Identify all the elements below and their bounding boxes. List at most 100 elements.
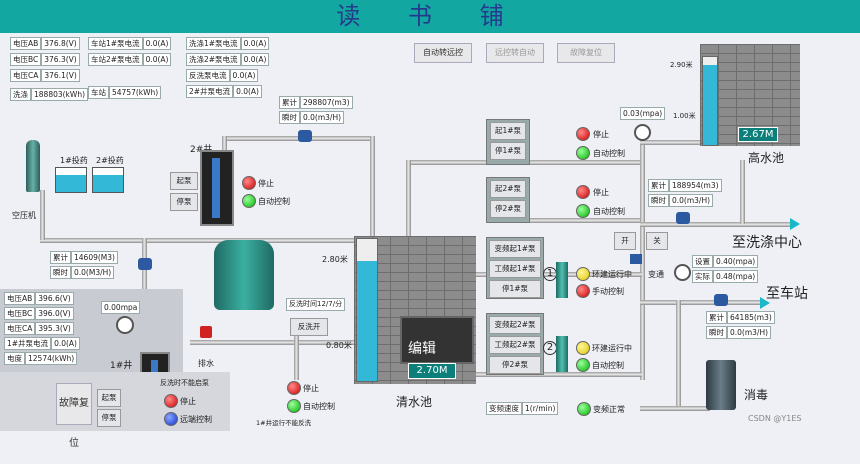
well1-label: 1#井 [110, 361, 133, 371]
watermark: CSDN @Y1ES [748, 414, 802, 423]
pump-icon [556, 262, 568, 298]
lift-pump1-stop-button[interactable]: 停1#泵 [490, 142, 526, 160]
pipe [676, 300, 681, 410]
valve-close-button[interactable]: 关 [646, 232, 668, 250]
page-title: 读 书 铺 [336, 2, 524, 30]
remote-to-auto-button[interactable]: 远控转自动 [486, 43, 544, 63]
high-tank-level-gauge [702, 56, 718, 146]
valve-open-button[interactable]: 开 [614, 232, 636, 250]
vfd-pump1-stop-button[interactable]: 停1#泵 [489, 280, 541, 298]
well1-status-remote: 远端控制 [180, 415, 212, 424]
vfd-pump2-running: 环建运行中 [592, 344, 632, 353]
lift-pump2-stop-button[interactable]: 停2#泵 [490, 200, 526, 218]
pump-icon [556, 336, 568, 372]
lift-pump1-stop-lamp-icon [576, 127, 590, 141]
clear-tank-level-high: 2.80米 [322, 255, 348, 264]
vfd-pump1-start-button[interactable]: 变频起1#泵 [489, 240, 541, 258]
lift-pump1-start-button[interactable]: 起1#泵 [490, 122, 526, 140]
lift-pump2-auto-lamp-icon [576, 204, 590, 218]
pressure-gauge-icon [634, 124, 651, 141]
pressure-tank-icon [214, 240, 274, 310]
flowmeter-icon [714, 294, 728, 306]
vfd-pump2-freq-button[interactable]: 工频起2#泵 [489, 336, 541, 354]
arrow-right-icon [790, 218, 800, 230]
lift-pump2-status-auto: 自动控制 [593, 207, 625, 216]
vfd-pump1-running: 环建运行中 [592, 270, 632, 279]
edit-label[interactable]: 编辑 [408, 341, 436, 357]
vfd-pump1-manual: 手动控制 [592, 287, 624, 296]
backwash-status-stop: 停止 [303, 384, 319, 393]
clear-tank-level-display: 2.70M [408, 363, 456, 379]
backwash-note: 1#井运行不能反洗 [256, 419, 312, 427]
well1-stop-lamp-icon [164, 394, 178, 408]
clear-tank-name: 清水池 [396, 395, 433, 409]
drain-valve-icon[interactable] [200, 326, 212, 338]
vfd-pump2-run-lamp-icon [576, 341, 590, 355]
vfd-pump2-start-button[interactable]: 变频起2#泵 [489, 316, 541, 334]
well1-start-button[interactable]: 起泵 [97, 389, 121, 407]
compressor-label: 空压机 [12, 211, 36, 220]
pipe [640, 300, 760, 305]
dose1-label: 1#投药 [60, 156, 88, 165]
well1-remote-lamp-icon [164, 412, 178, 426]
high-tank-level-high: 2.90米 [670, 61, 693, 69]
dose2-label: 2#投药 [96, 156, 124, 165]
vfd-pump2-auto: 自动控制 [592, 361, 624, 370]
high-tank-level-low: 1.00米 [673, 112, 696, 120]
vfd-pump2-number: 2 [543, 341, 557, 355]
backwash-status-auto: 自动控制 [303, 402, 335, 411]
clear-tank-level-low: 0.80米 [326, 341, 352, 350]
well2-stop-lamp-icon [242, 176, 256, 190]
vfd-pump1-switch: 变通 [648, 270, 664, 279]
pipe [294, 320, 299, 380]
pipe [640, 140, 702, 145]
auto-to-remote-button[interactable]: 自动转远控 [414, 43, 472, 63]
lift-pump1-status-auto: 自动控制 [593, 149, 625, 158]
dose2-tank-icon [92, 167, 124, 193]
vfd-pump1-freq-button[interactable]: 工频起1#泵 [489, 260, 541, 278]
valve-icon [630, 254, 642, 264]
well1-fault-reset-button[interactable]: 故障复位 [56, 383, 92, 449]
well2-stop-button[interactable]: 停泵 [170, 193, 198, 211]
drain-label: 排水 [198, 359, 214, 368]
lift-pump2-start-button[interactable]: 起2#泵 [490, 180, 526, 198]
well2-shaft-icon [200, 150, 234, 226]
high-tank-level-display: 2.67M [738, 127, 778, 142]
vfd-status-lamp-icon [577, 402, 591, 416]
well1-stop-button[interactable]: 停泵 [97, 409, 121, 427]
pipe [190, 340, 360, 345]
to-station-label: 至车站 [766, 286, 808, 302]
backwash-auto-lamp-icon [287, 399, 301, 413]
lift-pump2-status-stop: 停止 [593, 188, 609, 197]
well1-status-stop: 停止 [180, 397, 196, 406]
lift-pump2-stop-lamp-icon [576, 185, 590, 199]
well1-note: 反洗时不能启泵 [160, 379, 209, 387]
pipe [370, 136, 375, 236]
vfd-status: 变频正常 [593, 405, 625, 414]
pressure-gauge-icon [674, 264, 691, 281]
vfd-pump1-run-lamp-icon [576, 267, 590, 281]
flowmeter-icon [676, 212, 690, 224]
vfd-pump2-stop-button[interactable]: 停2#泵 [489, 356, 541, 374]
flowmeter-icon [298, 130, 312, 142]
high-tank-name: 高水池 [748, 151, 785, 165]
fault-reset-button[interactable]: 故障复位 [557, 43, 615, 63]
dose1-tank-icon [55, 167, 87, 193]
pipe [40, 190, 45, 240]
vfd-pump1-manual-lamp-icon [576, 284, 590, 298]
backwash-stop-lamp-icon [287, 381, 301, 395]
backwash-open-button[interactable]: 反洗开 [290, 318, 328, 336]
well2-start-button[interactable]: 起泵 [170, 172, 198, 190]
to-wash-center-label: 至洗涤中心 [732, 235, 802, 251]
disinfection-unit-icon [706, 360, 736, 410]
well2-auto-lamp-icon [242, 194, 256, 208]
clear-tank-level-gauge [356, 238, 378, 382]
pipe [40, 238, 374, 243]
